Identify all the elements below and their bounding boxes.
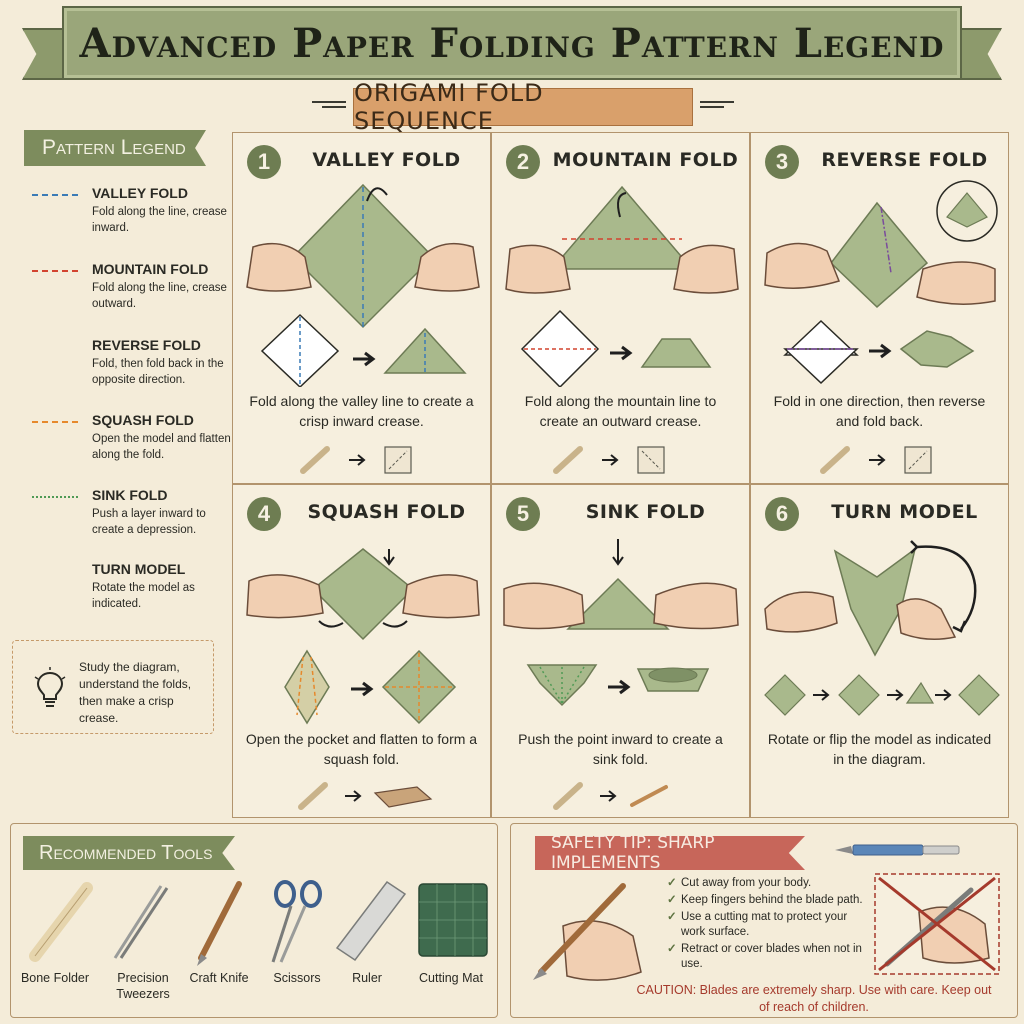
study-tip-text: Study the diagram, understand the folds,… [79,660,192,725]
legend-item-valley: VALLEY FOLD Fold along the line, crease … [32,185,227,245]
legend-name: MOUNTAIN FOLD [92,261,209,277]
safety-tip: Keep fingers behind the blade path. [667,893,867,908]
step-title: MOUNTAIN FOLD [552,149,739,171]
step-number: 4 [247,497,281,531]
step-number: 5 [506,497,540,531]
step-caption: Push the point inward to create a sink f… [518,731,723,767]
step-caption: Fold in one direction, then reverse and … [773,393,986,429]
scissors-icon [271,880,322,963]
hand-holding-knife-illustration [533,883,642,981]
legend-item-reverse: REVERSE FOLD Fold, then fold back in the… [32,337,224,397]
step-panel-squash: 4 SQUASH FOLD Open the pocket and flatte… [232,484,491,818]
step-panel-sink: 5 SINK FOLD Push the point inward to cre… [491,484,750,818]
valley-fold-illustration [246,183,480,387]
tools-section: Recommended Tools [10,823,498,1018]
mountain-line-icon [32,270,78,272]
step-panel-mountain: 2 MOUNTAIN FOLD Fold along the mountain … [491,132,750,484]
step-title: SINK FOLD [585,501,706,523]
legend-desc: Rotate the model as indicated. [92,582,195,610]
legend-name: REVERSE FOLD [92,337,201,353]
safety-tip: Cut away from your body. [667,876,867,891]
sink-fold-illustration [503,539,739,707]
legend-item-sink: SINK FOLD Push a layer inward to create … [32,487,222,547]
tool-label-ruler: Ruler [352,971,382,985]
legend-item-mountain: MOUNTAIN FOLD Fold along the line, creas… [32,261,227,321]
step-title: TURN MODEL [831,501,978,523]
tools-illustrations [29,880,488,966]
craft-knife-icon [197,881,242,966]
tool-label-cutting-mat: Cutting Mat [419,971,483,985]
wrong-technique-illustration [874,873,1000,975]
step-number: 6 [765,497,799,531]
step-title: REVERSE FOLD [821,149,988,171]
tool-label-tweezers: Precision Tweezers [116,971,170,1001]
squash-fold-illustration [246,548,480,725]
bone-folder-icon [29,882,93,962]
tools-heading: Recommended Tools [23,836,235,870]
subtitle-banner: ORIGAMI FOLD SEQUENCE [353,79,693,135]
title-banner: Advanced Paper Folding Pattern Legend [62,6,962,80]
page-title: Advanced Paper Folding Pattern Legend [79,19,945,67]
lightbulb-icon [34,667,66,707]
craft-knife-icon [835,844,960,856]
bone-folder-to-crease-icon [820,446,932,474]
tool-label-craft-knife: Craft Knife [189,971,249,985]
legend-item-turn: TURN MODEL Rotate the model as indicated… [32,561,222,621]
bone-folder-to-flat-paper-icon [298,782,433,810]
legend-item-squash: SQUASH FOLD Open the model and flatten a… [32,412,231,472]
bone-folder-to-crease-icon [553,446,665,474]
tool-label-scissors: Scissors [273,971,321,985]
step-caption: Fold along the mountain line to create a… [524,393,717,429]
safety-tip: Use a cutting mat to protect your work s… [667,910,867,940]
mountain-fold-illustration [505,185,739,387]
cutting-mat-icon [418,883,488,957]
safety-tip: Retract or cover blades when not in use. [667,942,867,972]
step-panel-turn: 6 TURN MODEL Rotate or flip the model as… [750,484,1009,818]
legend-name: SINK FOLD [92,487,168,503]
step-number: 1 [247,145,281,179]
turn-model-illustration [764,540,1000,716]
step-title: VALLEY FOLD [312,149,461,171]
legend-heading: Pattern Legend [24,130,206,166]
step-panel-reverse: 3 REVERSE FOLD Fold in one direction, th… [750,132,1009,484]
legend-name: VALLEY FOLD [92,185,188,201]
tool-label-bone-folder: Bone Folder [20,971,90,985]
safety-section: SAFETY TIP: SHARP IMPLEMENTS Cut away fr… [510,823,1018,1018]
study-tip-box: Study the diagram, understand the folds,… [12,640,214,734]
step-number: 3 [765,145,799,179]
step-number: 2 [506,145,540,179]
step-caption: Rotate or flip the model as indicated in… [767,731,992,767]
ruler-icon [335,880,407,962]
step-panel-valley: 1 VALLEY FOLD Fold along the valley line… [232,132,491,484]
legend-desc: Fold along the line, crease inward. [92,206,227,234]
legend-desc: Open the model and flatten along the fol… [92,433,231,461]
legend-name: TURN MODEL [92,561,186,577]
legend-desc: Fold along the line, crease outward. [92,282,227,310]
squash-line-icon [32,421,78,423]
reverse-fold-illustration [764,180,998,385]
safety-heading: SAFETY TIP: SHARP IMPLEMENTS [535,836,805,870]
legend-desc: Fold, then fold back in the opposite dir… [92,358,224,386]
safety-tips-list: Cut away from your body. Keep fingers be… [667,876,867,974]
caution-text: CAUTION: Blades are extremely sharp. Use… [636,983,992,1014]
bone-folder-to-pencil-icon [553,782,668,810]
tweezers-icon [113,885,169,959]
legend-name: SQUASH FOLD [92,412,194,428]
step-caption: Open the pocket and flatten to form a sq… [245,731,478,767]
legend-desc: Push a layer inward to create a depressi… [92,508,206,536]
sink-line-icon [32,496,78,498]
step-title: SQUASH FOLD [307,501,466,523]
subtitle-decoration-left [312,98,346,116]
bone-folder-to-crease-icon [300,446,412,474]
step-caption: Fold along the valley line to create a c… [249,393,474,429]
valley-line-icon [32,194,78,196]
subtitle-decoration-right [700,98,734,116]
